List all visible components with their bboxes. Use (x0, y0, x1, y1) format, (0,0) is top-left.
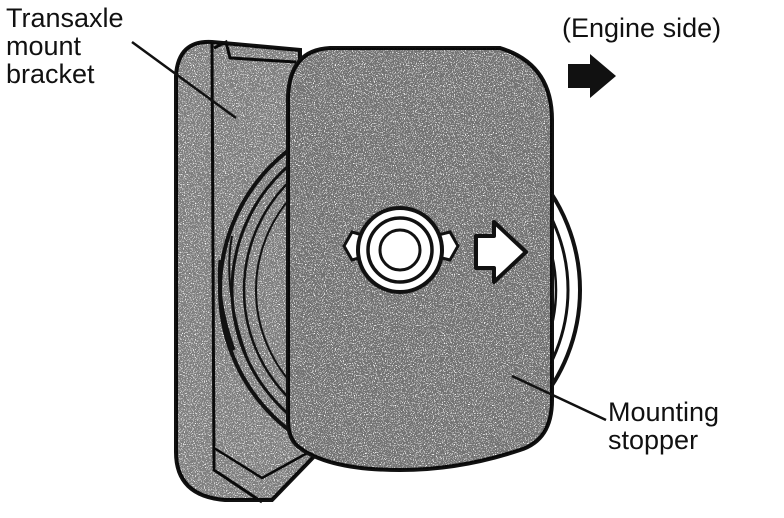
stopper-label-line-2: stopper (608, 425, 699, 455)
transaxle-mount-bracket-label: Transaxle mount bracket (6, 4, 124, 88)
mounting-stopper-label: Mounting stopper (608, 398, 719, 454)
center-bolt (342, 206, 460, 294)
bracket-leader-line (131, 40, 237, 120)
bracket-label-line-2: mount (6, 31, 82, 61)
engine-side-label: (Engine side) (562, 13, 722, 43)
stopper-leader-line (511, 374, 607, 422)
stopper-label-line-1: Mounting (608, 397, 720, 427)
hollow-right-arrow-icon (474, 220, 528, 284)
right-arrow-icon (568, 54, 616, 98)
bracket-label-line-1: Transaxle (6, 3, 124, 33)
leader-lines (131, 40, 607, 422)
bracket-label-line-3: bracket (6, 59, 95, 89)
